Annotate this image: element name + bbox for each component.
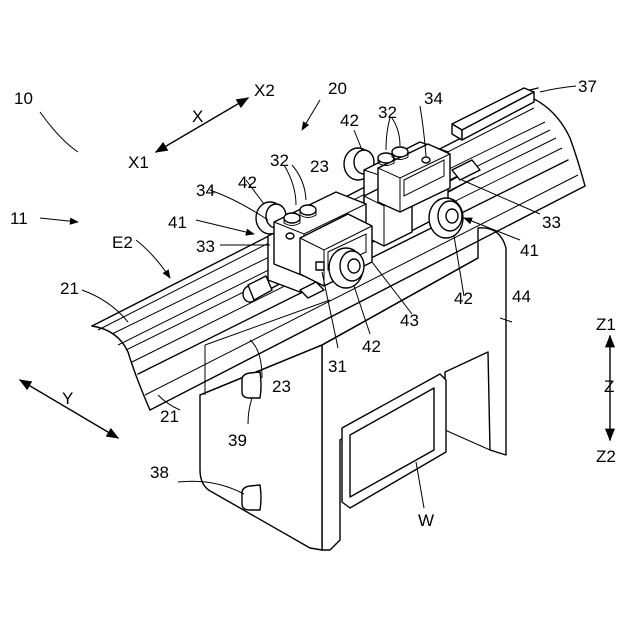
handle-38 — [242, 485, 261, 510]
label-21-bottom: 21 — [160, 407, 179, 426]
label-42-rear-left: 42 — [340, 111, 359, 130]
label-23-bottom: 23 — [272, 377, 291, 396]
label-42-rear-right: 42 — [454, 289, 473, 308]
label-31: 31 — [328, 357, 347, 376]
axis-x1-label: X1 — [128, 153, 149, 172]
axis-z1-label: Z1 — [596, 315, 616, 334]
label-42-front-right: 42 — [362, 337, 381, 356]
label-23-top: 23 — [310, 157, 329, 176]
label-39: 39 — [228, 431, 247, 450]
axis-x-label: X — [192, 107, 203, 126]
axis-x2-label: X2 — [254, 81, 275, 100]
label-44: 44 — [512, 287, 531, 306]
label-32-rear: 32 — [378, 103, 397, 122]
label-10: 10 — [14, 89, 33, 108]
label-33-front: 33 — [196, 237, 215, 256]
label-21-top: 21 — [60, 279, 79, 298]
label-43: 43 — [400, 311, 419, 330]
front-carriage — [256, 192, 372, 298]
label-e2: E2 — [112, 233, 133, 252]
label-41-rear: 41 — [520, 241, 539, 260]
axis-z2-label: Z2 — [596, 447, 616, 466]
axis-z-label: Z — [604, 377, 614, 396]
label-37: 37 — [578, 77, 597, 96]
axis-y-label: Y — [62, 389, 73, 408]
label-32-front: 32 — [270, 151, 289, 170]
handle-39 — [242, 372, 261, 398]
label-33-rear: 33 — [542, 213, 561, 232]
label-w: W — [418, 511, 434, 530]
label-20: 20 — [328, 79, 347, 98]
label-41-front: 41 — [168, 213, 187, 232]
label-42-front-left: 42 — [238, 173, 257, 192]
label-34-rear: 34 — [424, 89, 443, 108]
label-11: 11 — [10, 209, 28, 228]
label-34-front: 34 — [196, 181, 215, 200]
label-38: 38 — [150, 463, 169, 482]
